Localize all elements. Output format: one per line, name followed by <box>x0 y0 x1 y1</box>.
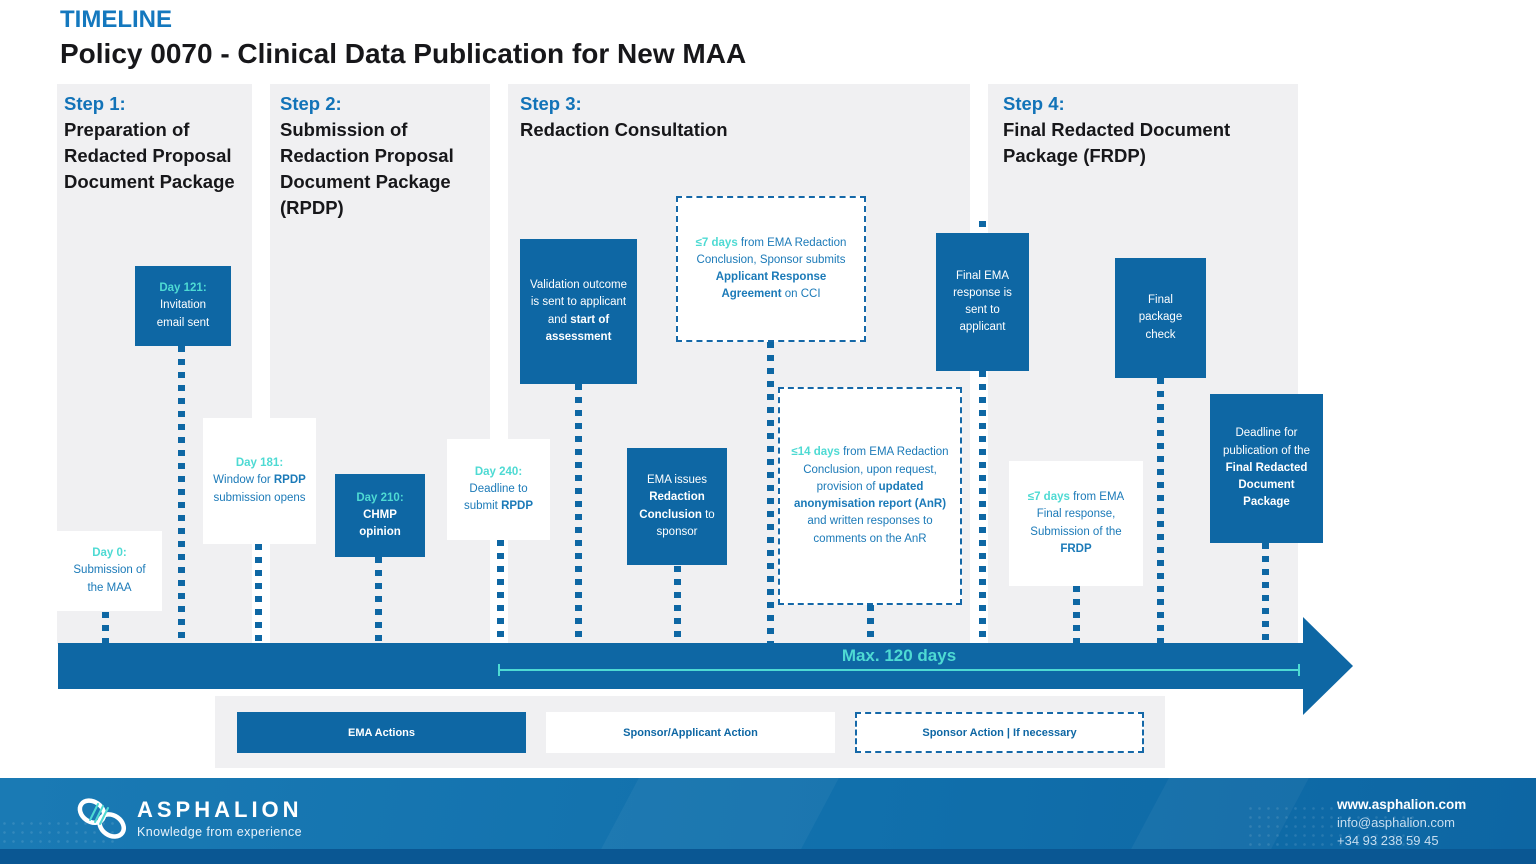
box-applicant-response-agreement: ≤7 days from EMA Redaction Conclusion, S… <box>676 196 866 342</box>
step1-header: Step 1: Preparation of Redacted Proposal… <box>64 91 246 195</box>
footer <box>0 778 1536 864</box>
footer-decor-band-1 <box>601 778 839 849</box>
timeline-arrow <box>58 643 1303 689</box>
box-final-ema-response: Final EMA response is sent to applicant <box>936 233 1029 371</box>
box-day121-text: Invitation email sent <box>156 299 210 329</box>
connector-validation <box>575 384 582 643</box>
connector-final-response <box>979 371 986 643</box>
page-title: Policy 0070 - Clinical Data Publication … <box>60 38 747 69</box>
connector-day0 <box>102 612 109 643</box>
timeline-arrow-head-icon <box>1303 617 1353 715</box>
box-day121-day: Day 121: <box>159 282 207 295</box>
step1-title: Preparation of Redacted Proposal Documen… <box>64 119 235 192</box>
brand-tagline: Knowledge from experience <box>137 824 302 839</box>
brand-name: ASPHALION <box>137 796 303 822</box>
legend-ema-actions: EMA Actions <box>237 712 526 753</box>
box-day210: Day 210:CHMP opinion <box>335 474 425 557</box>
legend-sponsor-if-necessary: Sponsor Action | If necessary <box>855 712 1144 753</box>
box-day210-day: Day 210: <box>356 491 404 504</box>
max-120-days-span-line <box>498 669 1300 671</box>
box-publication-deadline: Deadline for publication of the Final Re… <box>1210 394 1323 543</box>
step2-label: Step 2: <box>280 93 342 114</box>
box-day240: Day 240:Deadline to submit RPDP <box>447 439 550 540</box>
box-day0: Day 0: Submission of the MAA <box>57 531 162 611</box>
connector-anr <box>867 605 874 643</box>
timeline-eyebrow: TIMELINE <box>60 6 172 33</box>
step3-header: Step 3: Redaction Consultation <box>520 91 950 143</box>
connector-day210 <box>375 557 382 643</box>
box-redaction-conclusion: EMA issues Redaction Conclusion to spons… <box>627 448 727 565</box>
box-frdp-submission: ≤7 days from EMA Final response, Submiss… <box>1009 461 1143 586</box>
max-span-tick-right <box>1298 664 1300 676</box>
asphalion-logo: ASPHALION Knowledge from experience <box>75 790 303 846</box>
legend-sponsor-action: Sponsor/Applicant Action <box>546 712 835 753</box>
connector-final-check <box>1157 378 1164 643</box>
box-day181: Day 181:Window for RPDP submission opens <box>203 418 316 544</box>
box-final-package-check: Final package check <box>1115 258 1206 378</box>
connector-final-response-top <box>979 221 986 233</box>
step4-label: Step 4: <box>1003 93 1065 114</box>
step4-title: Final Redacted Document Package (FRDP) <box>1003 119 1231 166</box>
max-120-days-label: Max. 120 days <box>841 646 957 665</box>
footer-bottom-bar <box>0 849 1536 864</box>
asphalion-infinity-icon <box>77 798 126 839</box>
box-updated-anr: ≤14 days from EMA Redaction Conclusion, … <box>778 387 962 605</box>
max-span-tick-left <box>498 664 500 676</box>
footer-phone: +34 93 238 59 45 <box>1337 833 1439 848</box>
connector-cci <box>767 342 774 643</box>
box-day181-day: Day 181: <box>235 457 284 470</box>
footer-email[interactable]: info@asphalion.com <box>1337 815 1455 830</box>
box-day240-day: Day 240: <box>474 465 523 478</box>
connector-day121 <box>178 346 185 643</box>
step1-label: Step 1: <box>64 93 126 114</box>
footer-decor-dots-right <box>1246 804 1416 849</box>
footer-contact: www.asphalion.com info@asphalion.com +34… <box>1337 796 1466 850</box>
box-validation-outcome: Validation outcome is sent to applicant … <box>520 239 637 384</box>
connector-frdp <box>1073 586 1080 643</box>
box-day0-day: Day 0: <box>92 547 127 560</box>
step2-header: Step 2: Submission of Redaction Proposal… <box>280 91 480 221</box>
connector-day240 <box>497 540 504 643</box>
box-day121: Day 121: Invitation email sent <box>135 266 231 346</box>
connector-day181 <box>255 544 262 643</box>
connector-deadline <box>1262 543 1269 643</box>
step3-title: Redaction Consultation <box>520 119 728 140</box>
step2-title: Submission of Redaction Proposal Documen… <box>280 119 454 218</box>
footer-website[interactable]: www.asphalion.com <box>1337 797 1467 812</box>
connector-redaction <box>674 566 681 643</box>
step4-header: Step 4: Final Redacted Document Package … <box>1003 91 1288 169</box>
step3-label: Step 3: <box>520 93 582 114</box>
